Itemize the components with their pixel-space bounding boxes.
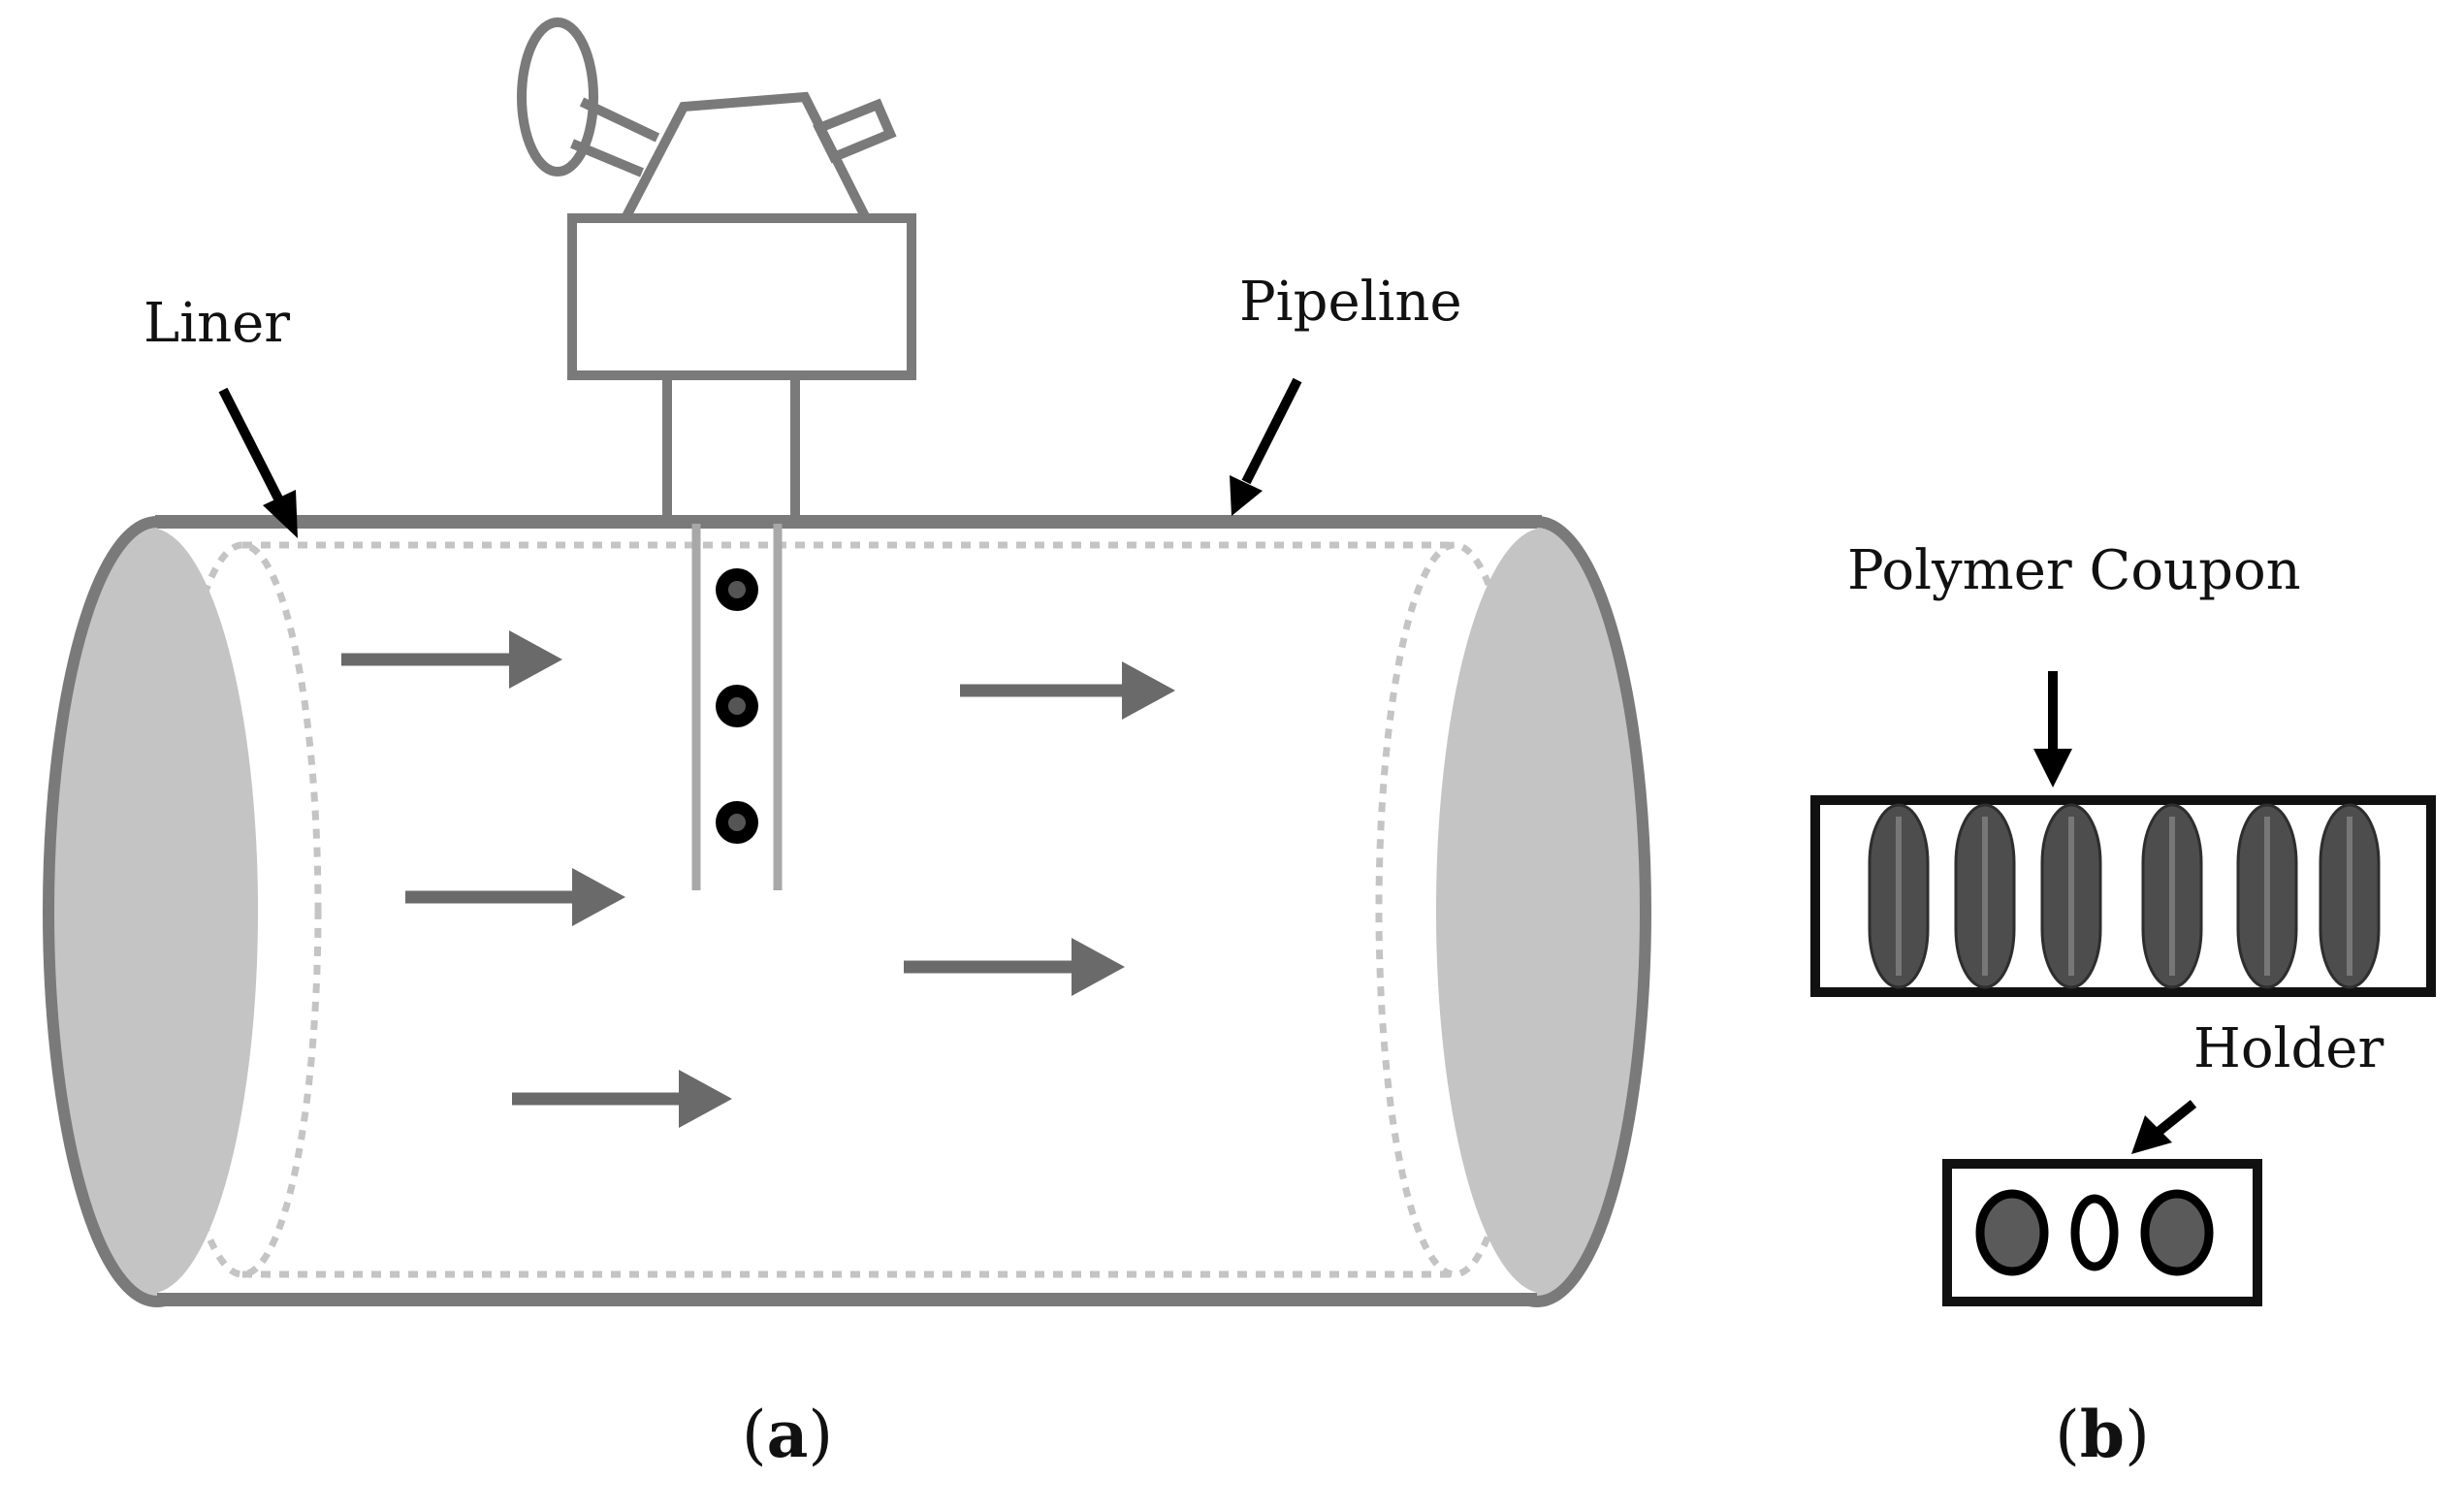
pipeline-section: [43, 515, 1651, 1307]
flow-arrow: [405, 868, 625, 926]
rack-coupon: [2040, 803, 2102, 989]
coupon-probe: [691, 524, 783, 890]
flow-arrows: [341, 630, 1175, 1128]
pipeline-label: Pipeline: [1239, 271, 1462, 334]
coupon-holder: [1942, 1159, 2262, 1306]
liner-dotted-outline: [163, 541, 1534, 1278]
fitting-handle-wheel: [517, 17, 598, 177]
liner-pointer-arrow: [218, 387, 298, 538]
holder-slot: [1975, 1189, 2049, 1276]
probe-coupon: [716, 685, 758, 727]
polymer-coupon-label: Polymer Coupon: [1847, 539, 2301, 602]
flow-arrow: [341, 630, 562, 689]
flow-arrow: [904, 938, 1125, 996]
rack-coupon: [1868, 803, 1930, 989]
rack-coupon: [2236, 803, 2298, 989]
flow-arrow: [960, 661, 1175, 720]
rack-coupon: [1954, 803, 2016, 989]
coupon-rack: [1810, 795, 2436, 997]
holder-pointer-arrow: [2131, 1100, 2197, 1154]
flow-arrow: [512, 1070, 732, 1128]
probe-coupon: [716, 568, 758, 611]
rack-coupon: [2141, 803, 2203, 989]
access-fitting: [517, 17, 916, 519]
liner-label: Liner: [144, 292, 290, 355]
holder-label: Holder: [2193, 1017, 2384, 1080]
pipeline-interior: [157, 529, 1537, 1293]
fitting-housing-box: [567, 213, 916, 380]
pipeline-pointer-arrow: [1230, 377, 1302, 516]
probe-coupon: [716, 801, 758, 844]
fitting-side-nozzle: [813, 98, 897, 164]
holder-slot: [2140, 1189, 2214, 1276]
polymer-coupon-pointer-arrow: [2033, 671, 2072, 788]
holder-slot: [2070, 1194, 2119, 1271]
panel-a-caption: (a): [742, 1397, 833, 1472]
rack-coupon: [2319, 803, 2381, 989]
panel-b-caption: (b): [2055, 1397, 2150, 1472]
